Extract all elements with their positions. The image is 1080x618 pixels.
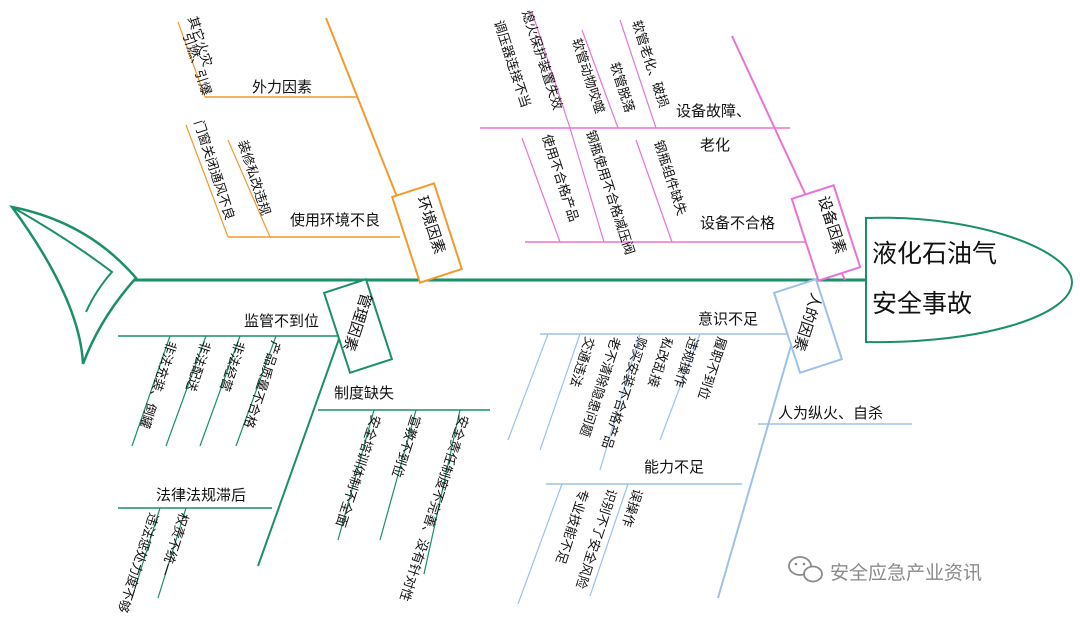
people-awareness-cause-3: 私改乱接: [644, 335, 675, 389]
env-usage-cause-bone-1: [185, 124, 229, 238]
env-usage-label: 使用环境不良: [290, 211, 380, 229]
mgmt-system-cause-bone-3: [423, 409, 461, 575]
mgmt-supervision-cause-2: 非法配送: [182, 339, 212, 393]
mgmt-law-cause-1: 违法惩处力度不够: [114, 511, 161, 615]
mgmt-law-cause-2: 权责不统一: [156, 511, 191, 578]
equip-unqualified-cause-bone-1: [521, 137, 561, 243]
people-ability-label: 能力不足: [644, 458, 704, 476]
fish-tail-inner: [11, 206, 114, 313]
watermark-text: 安全应急产业资讯: [830, 562, 982, 584]
mgmt-system-label: 制度缺失: [334, 384, 394, 402]
mgmt-system-cause-2: 宣教不到位: [388, 413, 423, 480]
people-ability-cause-1: 误操作: [618, 487, 645, 529]
equip-failure-label-2: 老化: [700, 136, 730, 154]
people-awareness-cause-2: 违规操作: [670, 335, 701, 389]
watermark: 安全应急产业资讯: [788, 556, 982, 584]
env-external-cause-bone: [177, 21, 206, 98]
env-usage-cause-bone-2: [227, 139, 271, 238]
equip-unqualified-cause-bone-3: [635, 139, 673, 243]
env-category-box: [390, 182, 464, 284]
people-awareness-label: 意识不足: [698, 310, 758, 328]
mgmt-supervision-cause-1: 非法充装、倒罐: [136, 339, 179, 431]
people-awareness-cause-bone-1: [659, 333, 701, 441]
fish-head: [865, 216, 1074, 344]
equip-unqualified-label: 设备不合格: [700, 214, 775, 232]
equip-unqualified-cause-3: 钢瓶组件缺失: [650, 139, 688, 218]
equip-failure-cause-bone-2: [581, 29, 619, 129]
env-usage-cause-1: 门窗关闭通风不良: [190, 118, 237, 222]
mgmt-supervision-cause-3: 非法经营: [216, 339, 246, 393]
env-usage-cause-2: 装修私改违规: [234, 139, 272, 218]
env-external-label: 外力因素: [252, 78, 312, 96]
people-awareness-cause-bone-2: [599, 333, 641, 471]
people-ability-cause-bone-1: [589, 483, 629, 597]
head-line1: 液化石油气: [872, 239, 997, 268]
mgmt-law-label: 法律法规滞后: [156, 486, 246, 504]
equip-failure-cause-bone-1: [531, 11, 571, 129]
mgmt-system-cause-bone-2: [379, 409, 417, 541]
equip-failure-cause-2: 软管动物咬噬: [568, 36, 607, 115]
wechat-icon: [788, 556, 823, 583]
mgmt-law-cause-bone-1: [131, 507, 161, 599]
equip-category-box: [790, 184, 862, 282]
people-arson-label: 人为纵火、自杀: [778, 404, 883, 422]
fish-tail: [9, 205, 138, 365]
mgmt-system-cause-1: 安全培训体制不全面: [332, 413, 383, 529]
mgmt-supervision-cause-bone-2: [165, 335, 207, 447]
equip-failure-label: 设备故障、: [676, 102, 751, 120]
mgmt-supervision-cause-bone-4: [235, 335, 277, 447]
mgmt-supervision-cause-bone-3: [199, 335, 241, 447]
people-awareness-cause-bone-4: [507, 333, 549, 441]
equip-unqualified-cause-2: 钢瓶使用不合格减压阀: [582, 128, 637, 257]
mgmt-supervision-label: 监管不到位: [244, 312, 319, 330]
mgmt-system-cause-bone-1: [337, 409, 375, 541]
people-ability-cause-bone-2: [517, 483, 563, 605]
mgmt-category-box: [322, 277, 394, 375]
mgmt-supervision-cause-4: 产品质量不合格: [240, 339, 283, 431]
head-line2: 安全事故: [872, 289, 972, 318]
mgmt-supervision-cause-bone-1: [131, 335, 171, 447]
mgmt-law-cause-bone-2: [157, 507, 187, 599]
equip-failure-cause-bone-3: [619, 19, 657, 129]
people-awareness-cause-bone-3: [539, 333, 581, 451]
people-category-box: [772, 277, 844, 375]
equip-unqualified-cause-bone-2: [569, 127, 605, 243]
